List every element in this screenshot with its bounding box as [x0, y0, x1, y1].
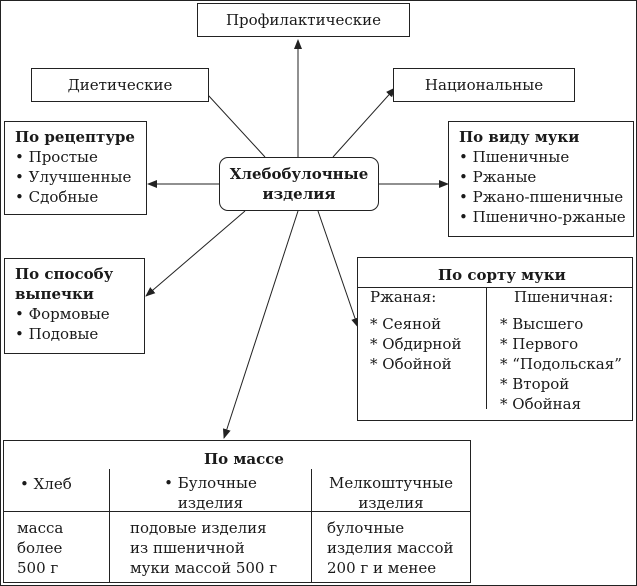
- arrow-to-flour-grade: [317, 210, 359, 328]
- center-line-1: Хлебобулочные: [229, 165, 369, 183]
- rye-item: * Обойной: [370, 355, 452, 373]
- mass-col2-body: муки массой 500 г: [130, 559, 278, 577]
- flour-type-title: По виду муки: [459, 128, 580, 146]
- mass-row-divider: [4, 511, 470, 512]
- mass-col3-body: 200 г и менее: [327, 559, 437, 577]
- dietetic-label: Диетические: [67, 76, 173, 94]
- wheat-item: * Высшего: [500, 315, 584, 333]
- prophylactic-box: Профилактические: [197, 3, 410, 37]
- mass-col3-body: изделия массой: [327, 539, 454, 557]
- wheat-item: * “Подольская”: [500, 355, 622, 373]
- mass-col2-body: из пшеничной: [130, 539, 245, 557]
- rye-header: Ржаная:: [370, 288, 437, 306]
- mass-col1-body: масса: [17, 519, 64, 537]
- flour-grade-divider: [358, 287, 632, 288]
- baking-item: • Формовые: [15, 305, 110, 323]
- center-line-2: изделия: [262, 185, 336, 203]
- national-box: Национальные: [393, 68, 575, 102]
- recipe-item: • Сдобные: [15, 188, 99, 206]
- mass-col3-header: изделия: [358, 494, 424, 512]
- flour-type-item: • Ржано-пшеничные: [459, 188, 624, 206]
- mass-column-divider-2: [311, 469, 312, 582]
- flour-type-item: • Пшенично-ржаные: [459, 208, 626, 226]
- center-node: Хлебобулочные изделия: [219, 157, 379, 211]
- flour-grade-box: По сорту муки Ржаная: Пшеничная: * Сеяно…: [357, 257, 633, 421]
- flour-grade-column-divider: [486, 287, 487, 409]
- arrow-to-baking: [145, 210, 246, 297]
- mass-column-divider-1: [109, 469, 110, 582]
- flour-type-item: • Пшеничные: [459, 148, 570, 166]
- wheat-item: * Второй: [500, 375, 570, 393]
- mass-col3-body: булочные: [327, 519, 405, 537]
- recipe-item: • Улучшенные: [15, 168, 132, 186]
- recipe-title: По рецептуре: [15, 128, 135, 146]
- wheat-item: * Обойная: [500, 395, 582, 413]
- recipe-item: • Простые: [15, 148, 98, 166]
- recipe-box: По рецептуре • Простые • Улучшенные • Сд…: [4, 121, 147, 215]
- baking-title: По способу: [15, 265, 114, 283]
- mass-col1-header: • Хлеб: [20, 475, 72, 493]
- flour-grade-title: По сорту муки: [438, 266, 566, 284]
- baking-box: По способу выпечки • Формовые • Подовые: [4, 258, 145, 354]
- flour-type-item: • Ржаные: [459, 168, 537, 186]
- baking-title: выпечки: [15, 285, 94, 303]
- wheat-header: Пшеничная:: [514, 288, 614, 306]
- mass-box: По массе • Хлеб • Булочные изделия Мелко…: [3, 440, 471, 583]
- flour-type-box: По виду муки • Пшеничные • Ржаные • Ржан…: [448, 121, 634, 237]
- arrow-to-national: [332, 87, 396, 158]
- mass-col1-body: более: [17, 539, 63, 557]
- rye-item: * Обдирной: [370, 335, 462, 353]
- mass-col2-body: подовые изделия: [130, 519, 267, 537]
- prophylactic-label: Профилактические: [225, 11, 382, 29]
- rye-item: * Сеяной: [370, 315, 442, 333]
- arrow-to-mass: [222, 210, 299, 439]
- baking-item: • Подовые: [15, 325, 99, 343]
- mass-col3-header: Мелкоштучные: [329, 474, 453, 492]
- dietetic-box: Диетические: [31, 68, 209, 102]
- mass-col2-header: • Булочные: [164, 474, 257, 492]
- mass-title: По массе: [204, 450, 284, 468]
- wheat-item: * Первого: [500, 335, 579, 353]
- mass-col1-body: 500 г: [17, 559, 59, 577]
- national-label: Национальные: [424, 76, 544, 94]
- mass-col2-header: изделия: [177, 494, 244, 512]
